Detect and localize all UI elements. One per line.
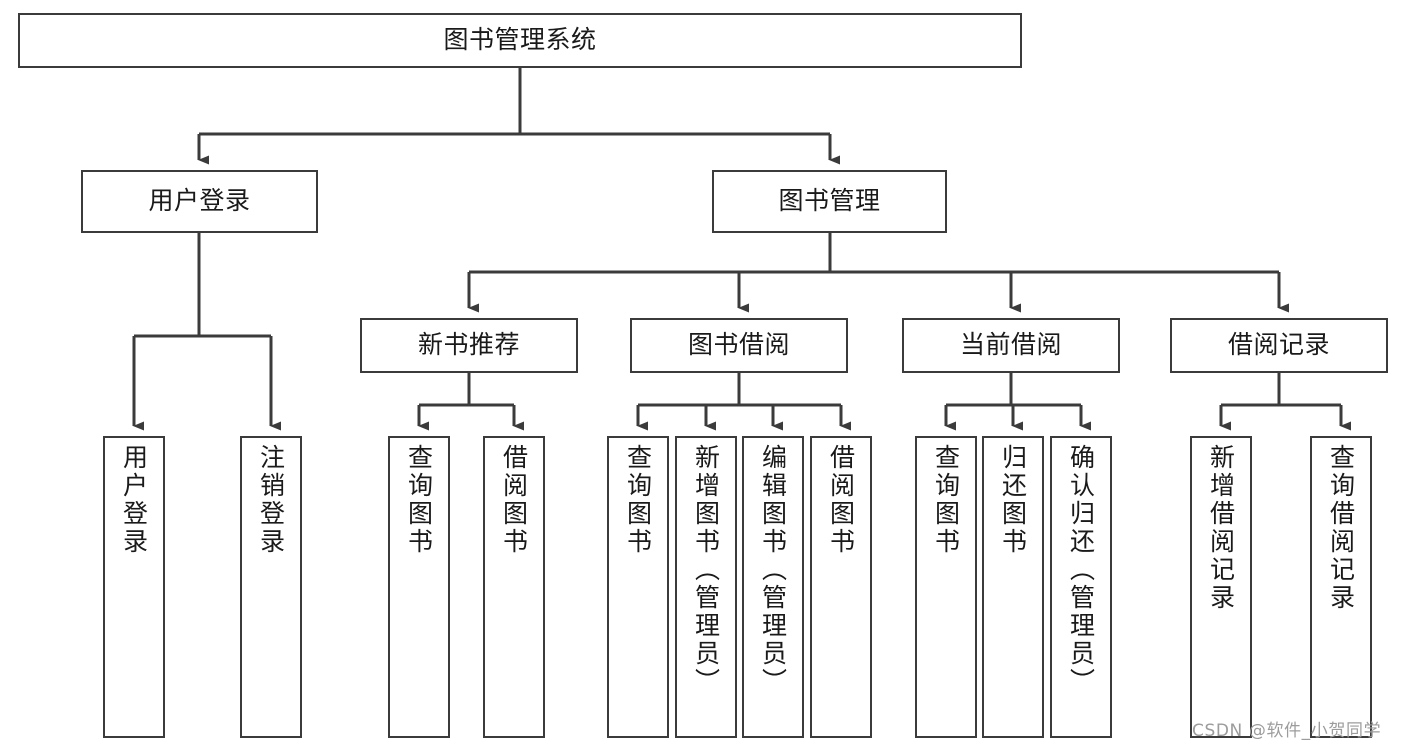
node-leaf-logout[interactable]: 注销登录	[240, 436, 302, 738]
node-leaf-edit-book[interactable]: 编辑图书（管理员）	[742, 436, 804, 738]
node-new-book-recommend[interactable]: 新书推荐	[360, 318, 578, 373]
node-user-login[interactable]: 用户登录	[81, 170, 318, 233]
node-leaf-query-book-3[interactable]: 查询图书	[915, 436, 977, 738]
node-leaf-add-record[interactable]: 新增借阅记录	[1190, 436, 1252, 738]
node-leaf-borrow-book-2[interactable]: 借阅图书	[810, 436, 872, 738]
node-leaf-query-book-2-label: 查询图书	[623, 444, 653, 556]
node-leaf-user-login-label: 用户登录	[119, 444, 149, 556]
node-book-manage[interactable]: 图书管理	[712, 170, 947, 233]
node-current-borrow-label: 当前借阅	[959, 330, 1062, 360]
node-root-label: 图书管理系统	[443, 25, 597, 55]
node-leaf-query-book-2[interactable]: 查询图书	[607, 436, 669, 738]
node-leaf-return-book[interactable]: 归还图书	[982, 436, 1044, 738]
node-leaf-query-record[interactable]: 查询借阅记录	[1310, 436, 1372, 738]
node-leaf-add-book-label: 新增图书（管理员）	[691, 444, 721, 696]
node-new-book-recommend-label: 新书推荐	[417, 330, 520, 360]
node-book-manage-label: 图书管理	[778, 186, 881, 216]
node-leaf-add-record-label: 新增借阅记录	[1206, 444, 1236, 612]
node-leaf-edit-book-label: 编辑图书（管理员）	[758, 444, 788, 696]
node-leaf-borrow-book-1[interactable]: 借阅图书	[483, 436, 545, 738]
node-leaf-add-book[interactable]: 新增图书（管理员）	[675, 436, 737, 738]
node-leaf-query-record-label: 查询借阅记录	[1326, 444, 1356, 612]
node-leaf-borrow-book-1-label: 借阅图书	[499, 444, 529, 556]
node-root[interactable]: 图书管理系统	[18, 13, 1022, 68]
node-borrow-record-label: 借阅记录	[1227, 330, 1330, 360]
node-leaf-confirm-return-label: 确认归还（管理员）	[1066, 444, 1096, 696]
node-leaf-return-book-label: 归还图书	[998, 444, 1028, 556]
node-current-borrow[interactable]: 当前借阅	[902, 318, 1120, 373]
node-leaf-query-book-3-label: 查询图书	[931, 444, 961, 556]
node-leaf-user-login[interactable]: 用户登录	[103, 436, 165, 738]
node-leaf-borrow-book-2-label: 借阅图书	[826, 444, 856, 556]
node-user-login-label: 用户登录	[148, 186, 251, 216]
node-leaf-query-book-1[interactable]: 查询图书	[388, 436, 450, 738]
node-book-borrow[interactable]: 图书借阅	[630, 318, 848, 373]
node-leaf-confirm-return[interactable]: 确认归还（管理员）	[1050, 436, 1112, 738]
node-leaf-query-book-1-label: 查询图书	[404, 444, 434, 556]
node-borrow-record[interactable]: 借阅记录	[1170, 318, 1388, 373]
node-book-borrow-label: 图书借阅	[687, 330, 790, 360]
node-leaf-logout-label: 注销登录	[256, 444, 286, 556]
csdn-watermark: CSDN @软件_小贺同学	[1192, 721, 1382, 741]
